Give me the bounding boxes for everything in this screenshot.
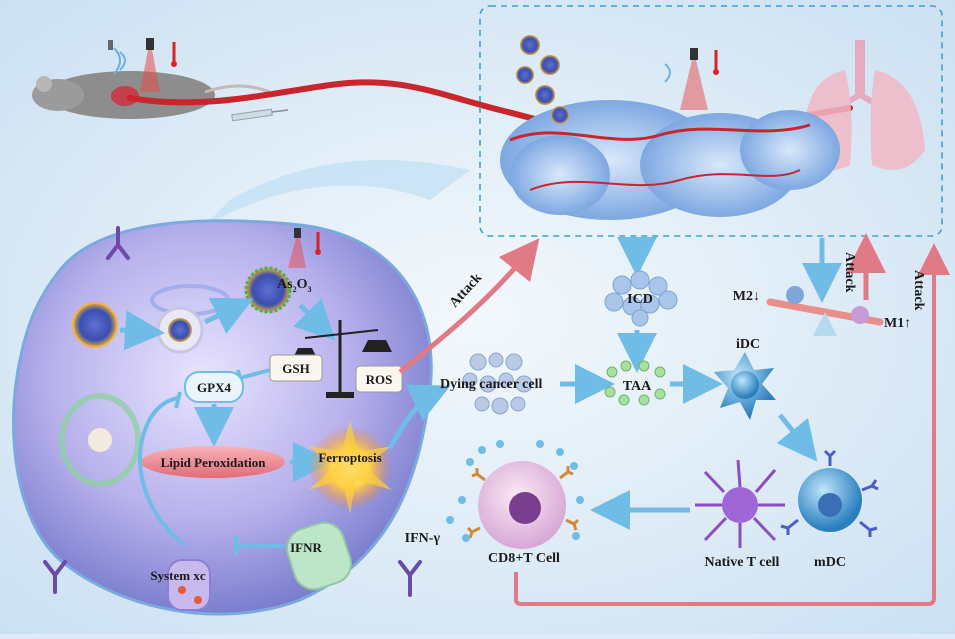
ifnr-label: IFNR (290, 540, 322, 555)
ros-label: ROS (366, 372, 393, 387)
taa-antigens (604, 360, 666, 406)
gpx4-label: GPX4 (197, 380, 231, 395)
organelles (59, 284, 230, 487)
cd8-t-cell-label: CD8+T Cell (488, 551, 560, 566)
native-t-cell (695, 459, 785, 548)
system-xc-inhibit-bar (174, 391, 182, 409)
laser-device-icon-cell (288, 228, 321, 268)
idc-cell (714, 352, 776, 420)
nanoparticle-cluster (516, 35, 569, 124)
ferroptosis-label: Ferroptosis (318, 450, 381, 465)
lipid-peroxidation-pill: Lipid Peroxidation (141, 446, 285, 478)
laser-device-icon (108, 38, 160, 92)
idc-label: iDC (736, 337, 760, 352)
dying-cancer-cell-label: Dying cancer cell (440, 377, 542, 392)
zoom-beam (200, 160, 470, 230)
gsh-label: GSH (282, 361, 309, 376)
icd-cluster (604, 270, 678, 327)
arrow-ferroptosis-to-dying-cell (387, 384, 451, 450)
tumor-region-box (479, 5, 943, 237)
ifn-gamma-label: IFN-γ (405, 531, 441, 546)
syringe-icon (231, 108, 289, 122)
antibody-icon (43, 226, 422, 597)
arrow-as2o3-to-scale (293, 298, 336, 341)
nanoparticle-entry (72, 266, 292, 354)
ferroptosis-explosion: Ferroptosis (308, 420, 392, 514)
ifn-gamma-dots (446, 440, 584, 542)
as2o3-label: As2O3 (277, 277, 311, 294)
gsh-inhibits-gpx4 (239, 368, 271, 380)
attack-label-right-1: Attack (911, 270, 926, 311)
icd-label: ICD (627, 292, 653, 307)
dying-cancer-cell-cluster (462, 352, 533, 415)
system-xc-to-gpx4-path (138, 396, 187, 547)
arrow-ros-attack (398, 238, 540, 374)
ros-box: ROS (355, 365, 403, 393)
mdc-label: mDC (814, 555, 846, 570)
system-xc-label: System xc (150, 568, 205, 583)
laser-device-icon-tumor (664, 48, 719, 110)
lipid-peroxidation-label: Lipid Peroxidation (161, 455, 267, 470)
tumor-mass (500, 100, 840, 220)
ifnr-receptor: IFNR (286, 521, 352, 591)
system-xc-transporter: System xc (150, 559, 211, 611)
arrow-idc-to-mdc (776, 413, 818, 462)
thermometer-icon (171, 42, 177, 67)
macrophage-seesaw (766, 286, 884, 336)
cd8-attack-loop (514, 243, 950, 606)
m2-label: M2↓ (733, 289, 760, 304)
mdc-cell (780, 449, 879, 537)
attack-label-right-2: Attack (842, 252, 857, 293)
taa-label: TAA (623, 379, 652, 394)
gpx4-pill: GPX4 (184, 371, 244, 403)
native-t-cell-label: Native T cell (705, 555, 780, 570)
gsh-box: GSH (269, 354, 323, 382)
m1-label: M1↑ (884, 316, 911, 331)
cd8-t-cell (466, 461, 580, 549)
